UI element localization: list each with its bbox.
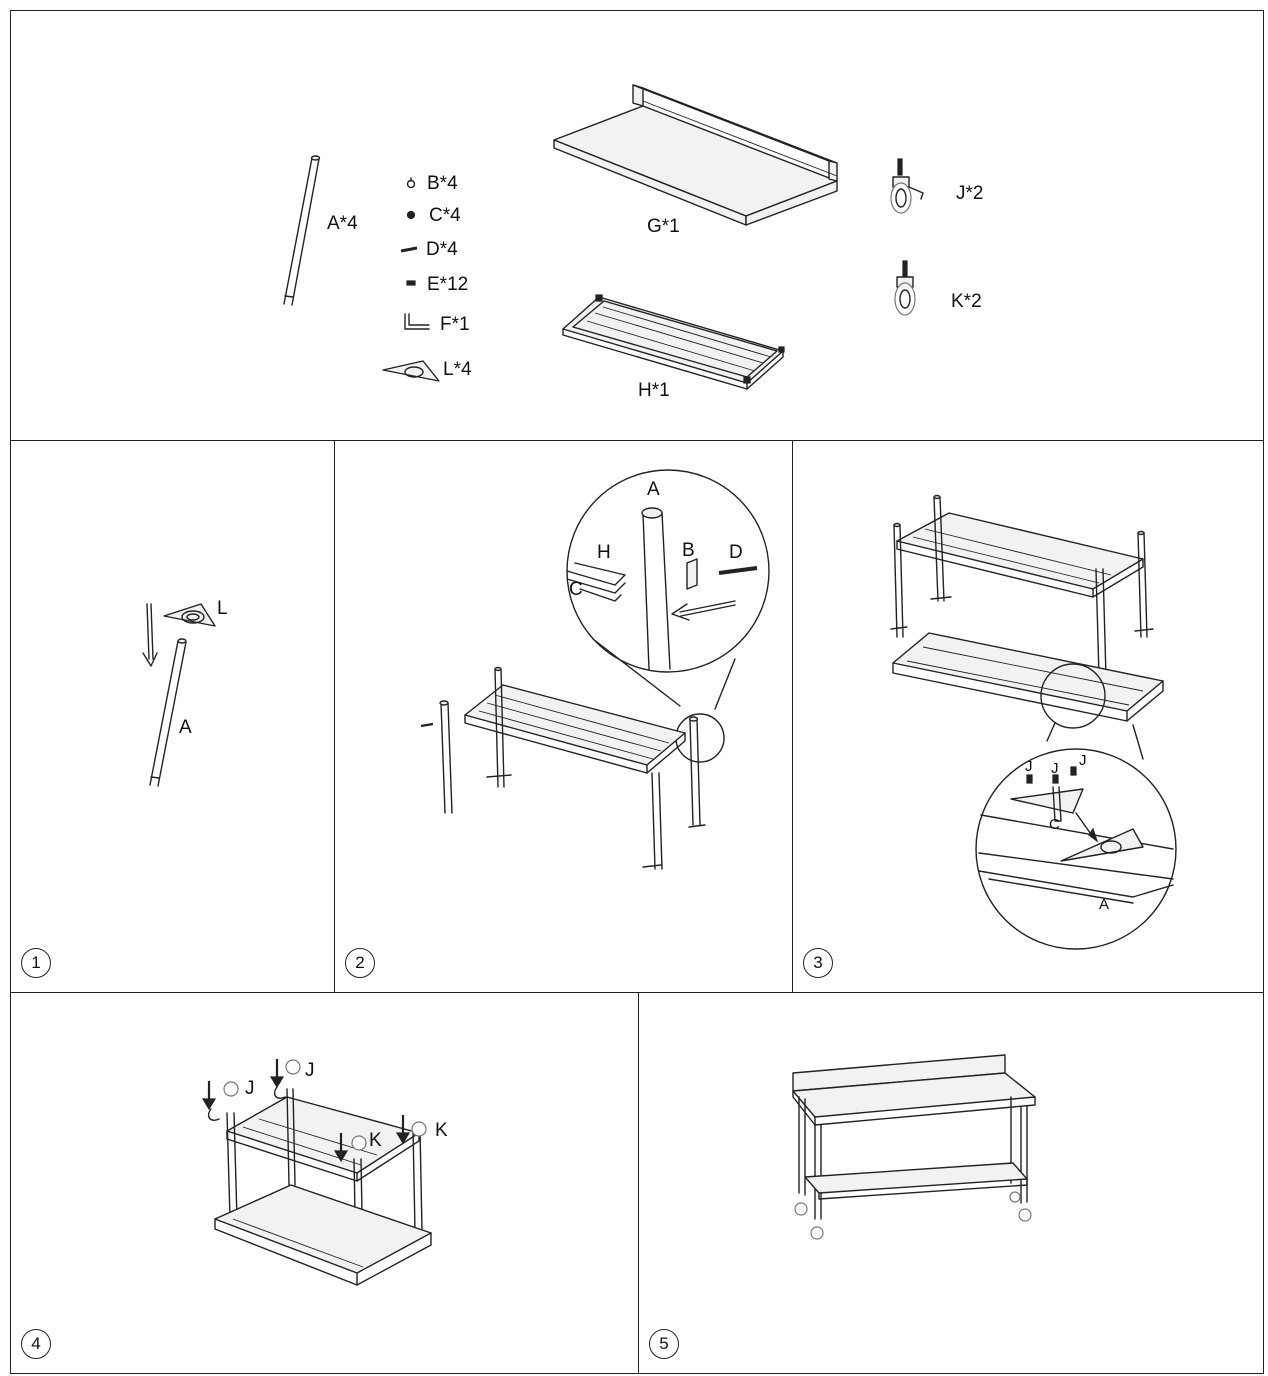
part-f-label: F*1 [440,314,470,335]
part-k-caster-illustration [894,260,916,316]
parts-drawing [283,84,924,390]
step-1-label-l: L [217,598,228,619]
step-1-panel: L A 1 [10,440,336,994]
part-a-leg-illustration [283,155,321,306]
part-g-top-shelf-illustration [553,84,838,226]
part-b-icon [406,177,416,189]
step-3-label-c: C [1049,816,1060,833]
step-5-number: 5 [649,1329,679,1359]
step-3-label-j1: J [1025,758,1033,775]
step-4-label-j2: J [305,1060,315,1081]
part-j-label: J*2 [956,183,984,204]
step-5-finished-table [792,1054,1036,1240]
step-4-label-j1: J [245,1078,255,1099]
step-4-panel: J J K K 4 [10,992,640,1374]
part-k-label: K*2 [951,291,982,312]
step-4-label-k1: K [369,1130,382,1151]
step-3-panel: J J J C A 3 [792,440,1264,994]
part-a-label: A*4 [327,213,358,234]
step-3-label-j2: J [1051,760,1059,777]
down-arrow-icon [142,603,158,667]
part-d-icon [400,246,418,253]
step-2-number: 2 [345,948,375,978]
part-d-label: D*4 [426,239,458,260]
step-4-number: 4 [21,1329,51,1359]
step-1-number: 1 [21,948,51,978]
step-3-detail-magnifier [975,663,1177,950]
step-4-label-k2: K [435,1120,448,1141]
leg-a-illustration [149,638,187,787]
step-3-lower-shelf [892,632,1164,722]
part-g-label: G*1 [647,216,680,237]
part-e-icon [406,280,416,286]
part-c-icon [406,210,416,220]
step-2-drawing [420,469,770,870]
step-4-drawing [201,1059,432,1286]
parts-list-panel: A*4 B*4 C*4 D*4 E*12 F*1 L*4 G*1 H*1 J*2… [10,10,1264,441]
step-2-label-d: D [729,542,743,563]
step-3-label-j3: J [1079,752,1087,769]
step-2-panel: A H B D C 2 [334,440,794,994]
part-h-lower-shelf-illustration [562,294,785,390]
step-5-drawing [792,1054,1036,1240]
part-f-icon [404,313,430,330]
part-e-label: E*12 [427,274,469,295]
part-l-label: L*4 [443,359,472,380]
part-j-caster-illustration [890,158,924,214]
step-2-frame-illustration [420,666,706,870]
part-c-label: C*4 [429,205,461,226]
part-l-icon [382,360,440,382]
step-3-label-a: A [1099,896,1110,913]
step-3-drawing [890,494,1177,950]
part-h-label: H*1 [638,380,670,401]
step-2-detail-magnifier [566,469,770,710]
step-3-upper-frame [890,494,1154,678]
step-1-drawing [142,603,216,787]
step-3-number: 3 [803,948,833,978]
step-4-table-upside-down [214,1088,432,1286]
part-b-label: B*4 [427,173,458,194]
step-5-panel: 5 [638,992,1264,1374]
step-2-label-c: C [569,579,583,600]
step-4-casters [201,1059,427,1163]
plate-l-illustration [163,603,216,627]
step-1-label-a: A [179,717,192,738]
step-2-label-a: A [647,479,660,500]
step-2-label-b: B [682,540,695,561]
step-2-label-h: H [597,542,611,563]
